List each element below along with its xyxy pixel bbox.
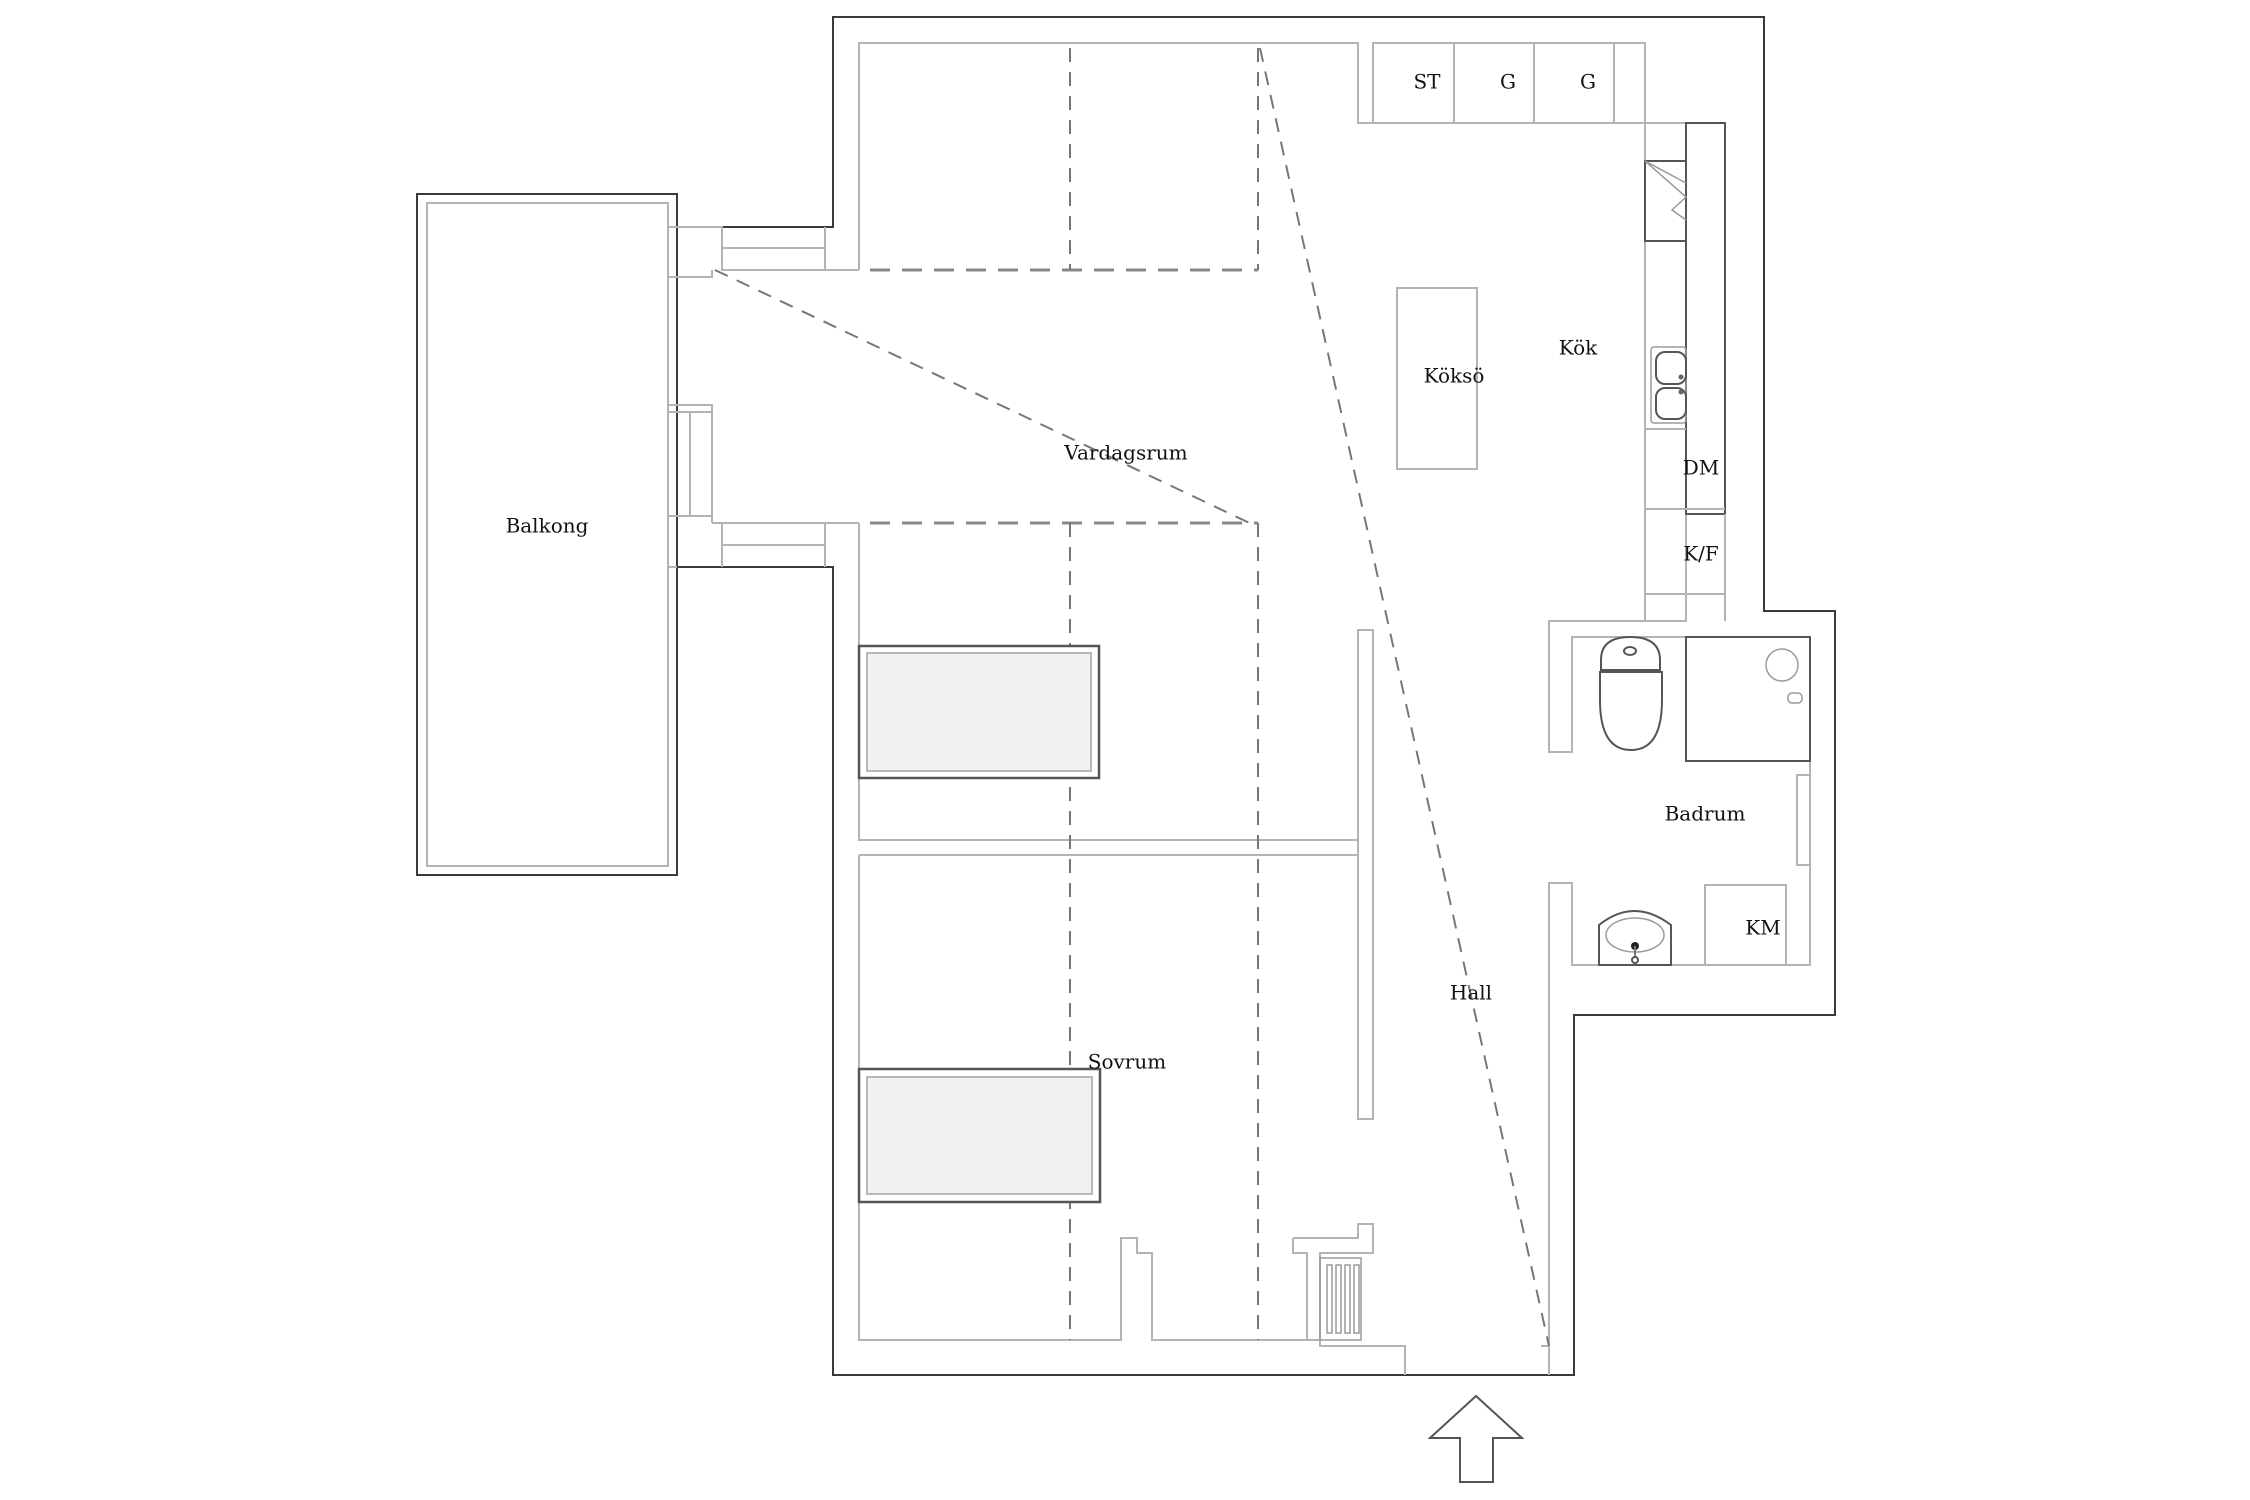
bed-1 — [857, 644, 1101, 780]
kitchen-top-counter — [1372, 42, 1646, 124]
kitchen-sink-icon — [1650, 346, 1687, 424]
kitchen-island — [1396, 287, 1478, 470]
bedroom-label: Sovrum — [1088, 1050, 1166, 1074]
stove-label: ST — [1413, 70, 1441, 94]
shower-icon — [1685, 636, 1811, 762]
bathroom-radiator — [1796, 774, 1811, 866]
kitchen-island-label: Köksö — [1424, 364, 1485, 388]
bathroom-label: Badrum — [1665, 802, 1746, 826]
cabinet-2-label: G — [1580, 70, 1596, 94]
cabinet-1-label: G — [1500, 70, 1516, 94]
balcony-label: Balkong — [506, 514, 589, 538]
kitchen-side-counter — [1644, 122, 1726, 622]
toilet-icon — [1599, 635, 1663, 752]
entrance-arrow-icon — [1427, 1394, 1525, 1483]
bed-2 — [857, 1067, 1102, 1204]
closet-frame — [1292, 1223, 1406, 1375]
bedroom-wall — [858, 523, 1358, 1341]
living-room-wall — [858, 42, 1645, 270]
hall-partition — [1357, 629, 1374, 1120]
window-upper — [668, 226, 859, 278]
radiator-icon — [1319, 1257, 1362, 1341]
living-diagonal — [714, 269, 1259, 528]
kitchen-label: Kök — [1559, 336, 1598, 360]
living-room-zone — [870, 268, 1258, 525]
dishwasher-label: DM — [1683, 456, 1720, 480]
living-room-label: Vardagsrum — [1063, 441, 1187, 465]
balcony-door — [668, 404, 713, 523]
window-lower — [668, 522, 859, 568]
balcony — [416, 193, 678, 876]
washing-machine — [1704, 884, 1787, 966]
bathroom-sink-icon — [1598, 910, 1672, 966]
hall-label: Hall — [1450, 981, 1492, 1005]
washing-machine-label: KM — [1745, 916, 1780, 940]
fridge-freezer-label: K/F — [1683, 542, 1719, 566]
outer-wall — [677, 16, 1836, 1376]
hall-diagonal — [1259, 47, 1550, 1347]
